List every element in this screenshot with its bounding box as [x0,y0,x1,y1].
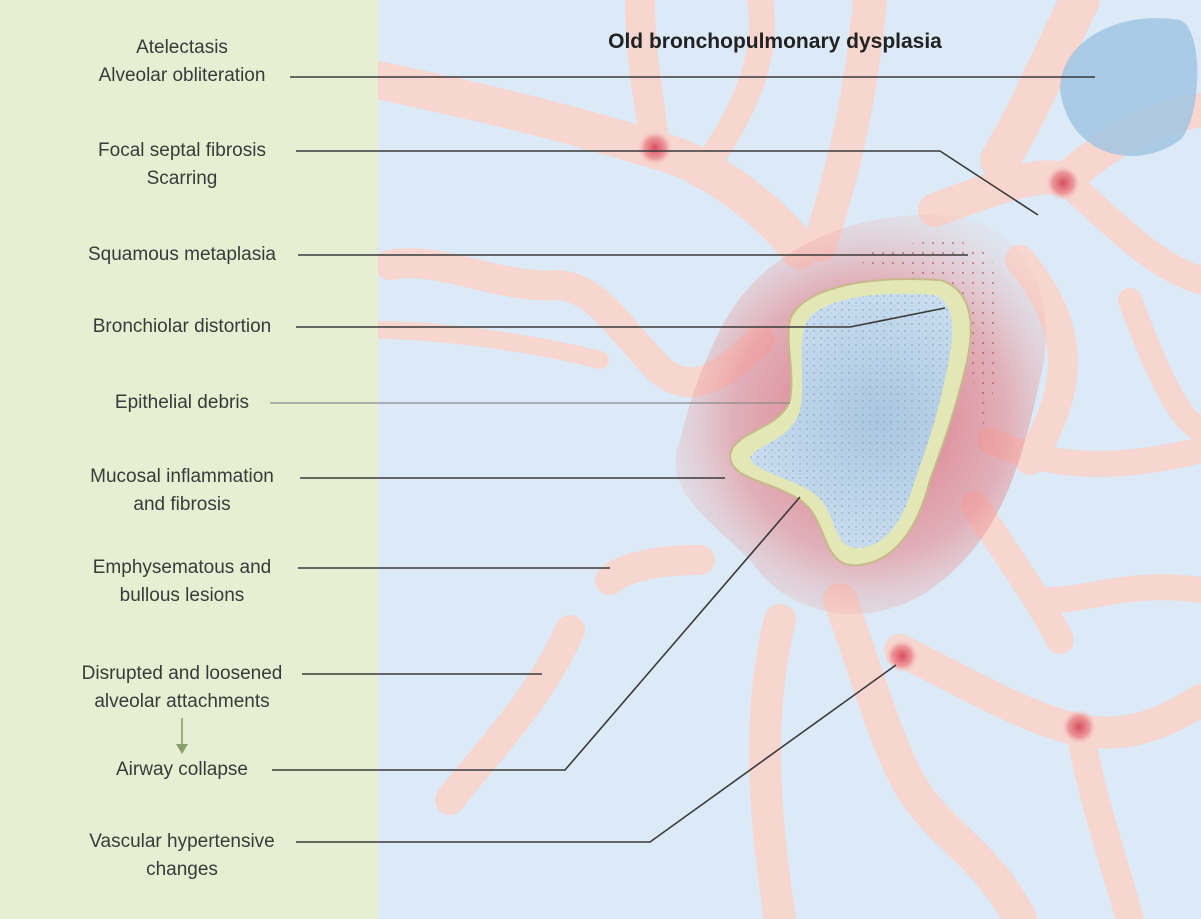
label-vascular-hypertensive: Vascular hypertensive changes [12,828,352,884]
label-line: and fibrosis [12,491,352,519]
label-focal-septal-fibrosis: Focal septal fibrosis Scarring [12,137,352,193]
label-line: Bronchiolar distortion [12,313,352,341]
blood-vessel [1045,165,1081,201]
label-line: changes [12,856,352,884]
blood-vessel [1061,709,1097,745]
label-epithelial-debris: Epithelial debris [12,389,352,417]
label-line: Airway collapse [12,756,352,784]
blood-vessel [885,639,919,673]
down-arrow-icon [176,718,188,754]
blood-vessel [637,130,673,166]
label-line: bullous lesions [12,582,352,610]
label-line: Emphysematous and [12,554,352,582]
label-squamous-metaplasia: Squamous metaplasia [12,241,352,269]
label-line: Alveolar obliteration [12,62,352,90]
label-line: Atelectasis [12,34,352,62]
label-mucosal-inflammation: Mucosal inflammation and fibrosis [12,463,352,519]
label-bronchiolar-distortion: Bronchiolar distortion [12,313,352,341]
label-line: alveolar attachments [12,688,352,716]
diagram-title: Old bronchopulmonary dysplasia [560,30,990,54]
label-line: Focal septal fibrosis [12,137,352,165]
label-atelectasis: Atelectasis Alveolar obliteration [12,34,352,90]
label-line: Squamous metaplasia [12,241,352,269]
label-line: Vascular hypertensive [12,828,352,856]
label-line: Disrupted and loosened [12,660,352,688]
label-airway-collapse: Airway collapse [12,756,352,784]
label-line: Mucosal inflammation [12,463,352,491]
label-disrupted-attachments: Disrupted and loosened alveolar attachme… [12,660,352,716]
label-line: Epithelial debris [12,389,352,417]
label-emphysematous-lesions: Emphysematous and bullous lesions [12,554,352,610]
label-line: Scarring [12,165,352,193]
